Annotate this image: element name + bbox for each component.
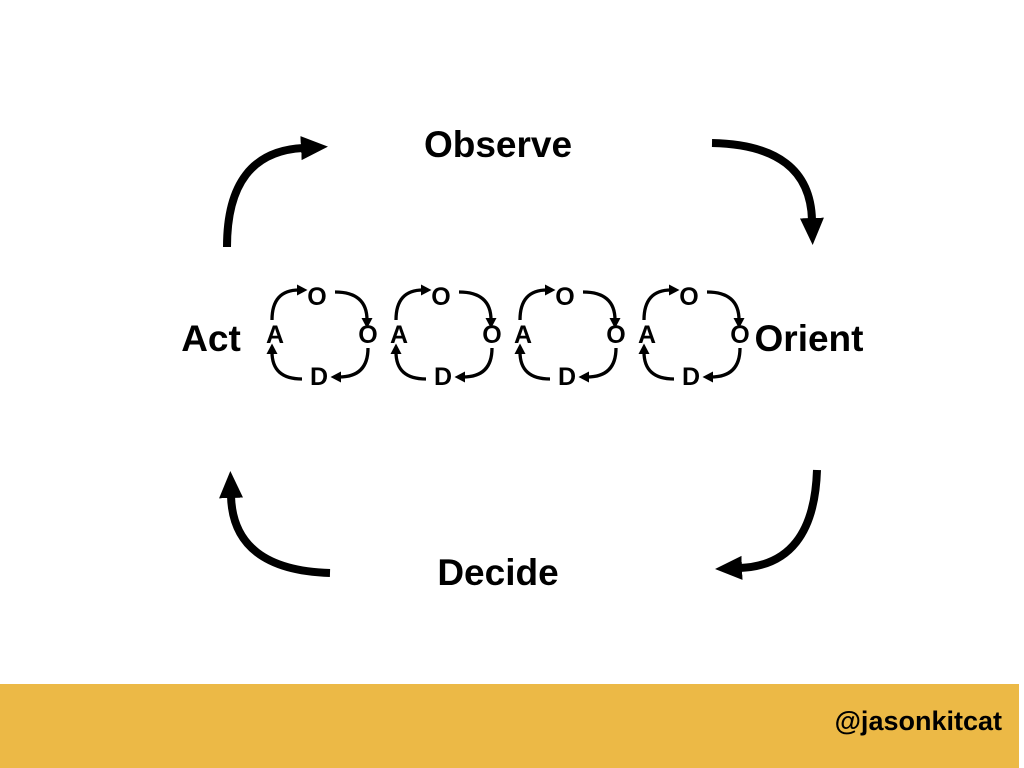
mini-letter-d: D: [310, 363, 328, 391]
twitter-handle: @jasonkitcat: [834, 706, 1002, 736]
mini-arrow-d-to-a: [514, 343, 551, 381]
label-decide: Decide: [437, 552, 559, 593]
mini-letter-a: A: [638, 321, 656, 349]
mini-letter-o-right: O: [358, 321, 377, 349]
mini-letter-o-right: O: [606, 321, 625, 349]
cycle-arrow-orient-to-decide: [715, 469, 821, 580]
mini-ooda-loop-3: A O O D: [503, 278, 633, 398]
mini-letter-d: D: [682, 363, 700, 391]
mini-letter-o-top: O: [679, 283, 698, 311]
cycle-arrow-observe-to-orient: [711, 139, 824, 245]
cycle-arrow-act-to-observe: [223, 136, 328, 248]
mini-letter-a: A: [390, 321, 408, 349]
mini-arrow-a-to-o: [642, 284, 680, 321]
mini-arrow-o-to-d: [702, 347, 742, 383]
mini-arrow-a-to-o: [270, 284, 308, 321]
mini-letter-d: D: [434, 363, 452, 391]
mini-letter-d: D: [558, 363, 576, 391]
mini-letter-o-top: O: [431, 283, 450, 311]
mini-arrow-o-to-o: [334, 290, 373, 329]
mini-letter-a: A: [514, 321, 532, 349]
mini-ooda-loop-2: A O O D: [379, 278, 509, 398]
mini-ooda-loop-4: A O O D: [627, 278, 757, 398]
label-observe: Observe: [423, 124, 573, 165]
mini-arrow-o-to-o: [458, 290, 497, 329]
mini-arrow-d-to-a: [638, 343, 675, 381]
mini-arrow-d-to-a: [390, 343, 427, 381]
mini-arrow-a-to-o: [518, 284, 556, 321]
label-act: Act: [181, 318, 241, 359]
mini-letter-a: A: [266, 321, 284, 349]
mini-letter-o-right: O: [730, 321, 749, 349]
mini-letter-o-right: O: [482, 321, 501, 349]
mini-letter-o-top: O: [307, 283, 326, 311]
cycle-arrow-decide-to-act: [219, 471, 331, 577]
footer-bar: @jasonkitcat: [0, 684, 1019, 768]
mini-arrow-o-to-d: [454, 347, 494, 383]
mini-arrow-o-to-o: [582, 290, 621, 329]
mini-arrow-a-to-o: [394, 284, 432, 321]
label-orient: Orient: [754, 318, 864, 359]
mini-arrow-o-to-d: [330, 347, 370, 383]
mini-arrow-o-to-d: [578, 347, 618, 383]
mini-letter-o-top: O: [555, 283, 574, 311]
mini-arrow-d-to-a: [266, 343, 303, 381]
mini-ooda-loop-1: A O O D: [255, 278, 385, 398]
mini-arrow-o-to-o: [706, 290, 745, 329]
